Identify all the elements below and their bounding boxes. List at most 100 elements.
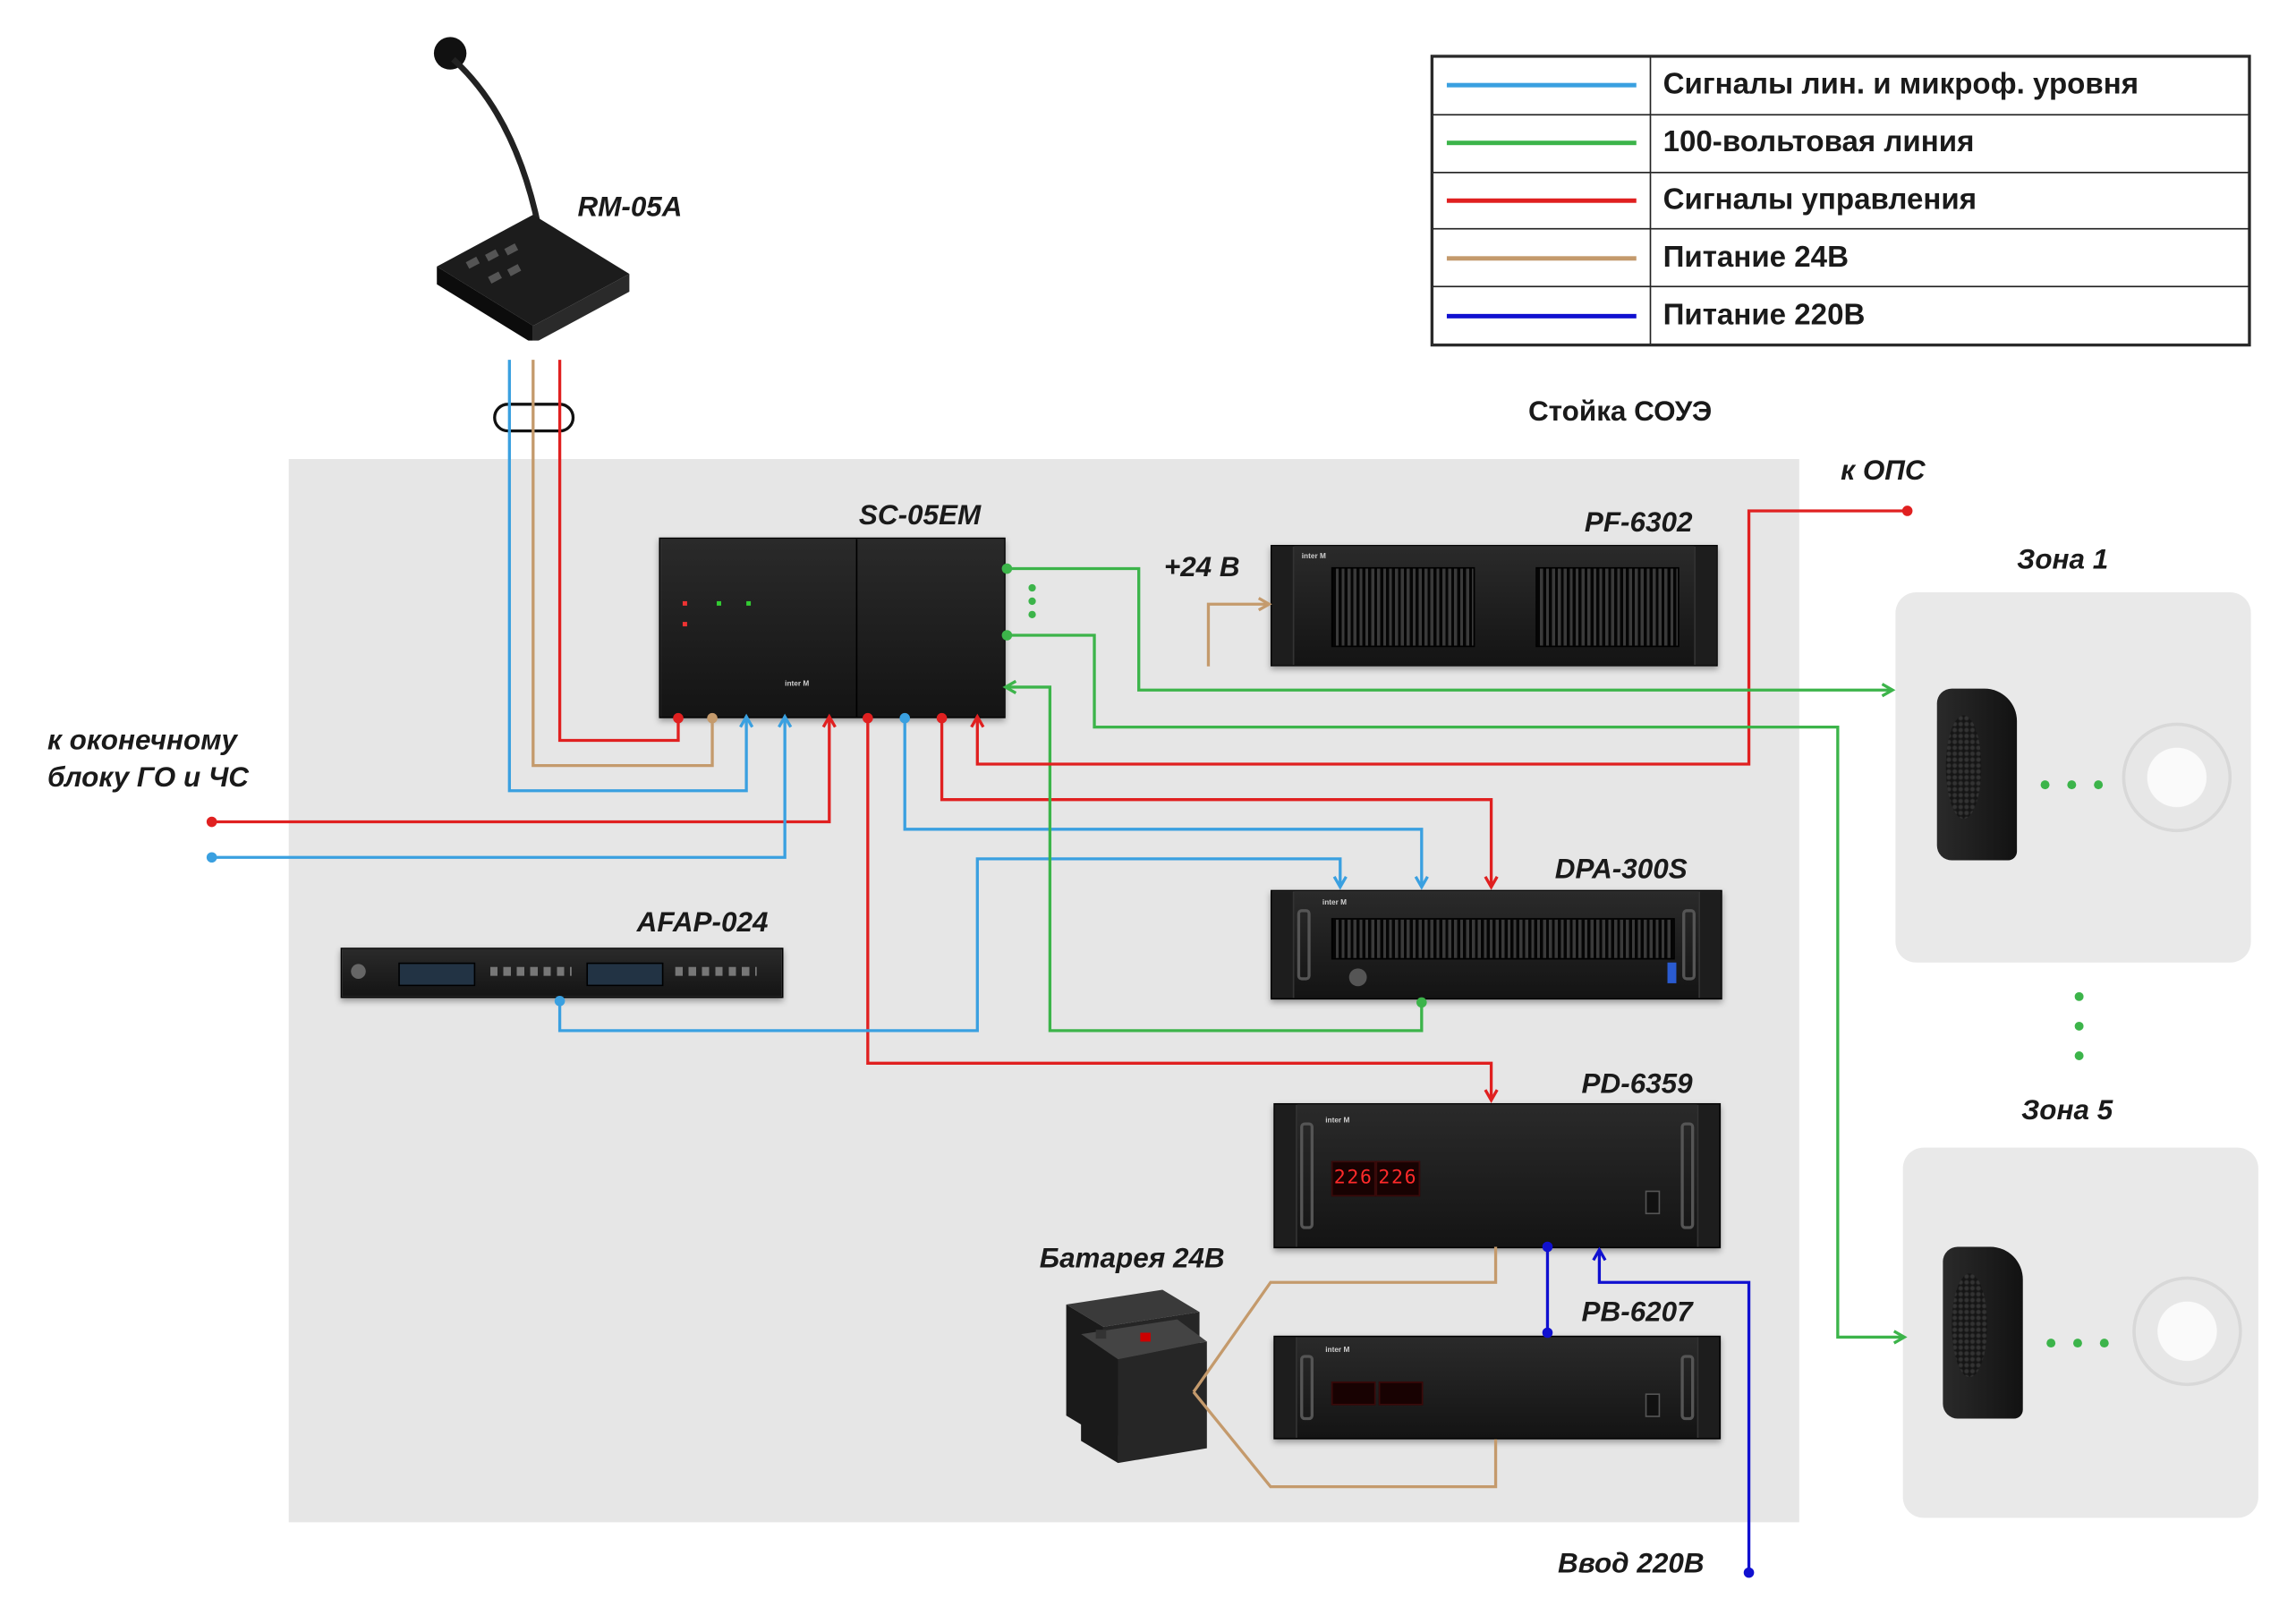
- zone1-label: Зона 1: [2017, 545, 2109, 576]
- battery-graphic: [1066, 1289, 1207, 1464]
- connector-dot: [1028, 583, 1036, 592]
- k-ops-label: к ОПС: [1841, 455, 1926, 488]
- sc05em-divider: [855, 539, 858, 718]
- wire-blue-sc-dpa: [903, 718, 1422, 886]
- rack-ear: [1696, 1104, 1720, 1247]
- wire-tan-battery-pd: [1192, 1246, 1498, 1393]
- connector-dot: [673, 712, 684, 724]
- pb6207-label: PB-6207: [1581, 1296, 1693, 1329]
- connector-dot: [1028, 597, 1036, 606]
- dpa300s-vent: [1331, 918, 1675, 960]
- connector-dot: [1001, 630, 1013, 641]
- plus24-label: +24 В: [1163, 552, 1240, 584]
- rack-ear: [1271, 891, 1295, 999]
- connector-dot: [1901, 506, 1913, 516]
- wire-green-dpa-sc: [1007, 687, 1424, 1033]
- legend-row: Сигналы управления: [1432, 171, 2249, 231]
- rack-ear: [1274, 1337, 1297, 1439]
- connector-dot: [206, 852, 217, 863]
- pd6359-display-left: 226: [1331, 1160, 1376, 1197]
- pb6207-brand-logo: inter M: [1325, 1346, 1350, 1356]
- legend-row: Питание 220В: [1432, 285, 2249, 345]
- pb6207-display: [1331, 1381, 1376, 1406]
- battery-icon: [1059, 1282, 1214, 1467]
- sc05em-indicators: [676, 569, 764, 628]
- connector-dot: [1001, 563, 1013, 574]
- wire-red-terminal: [211, 718, 829, 824]
- legend-swatch-red: [1446, 198, 1637, 203]
- wire-blue-rm-mic: [507, 360, 746, 793]
- wire-navy-input220: [1599, 1251, 1751, 1573]
- wire-green-zone1: [1007, 566, 1891, 691]
- sc05em-label: SC-05EM: [858, 500, 982, 532]
- pf6302-vent-right: [1535, 566, 1679, 648]
- connector-dot: [863, 712, 873, 724]
- connector-dot: [1542, 1327, 1553, 1339]
- power-switch-icon: [1645, 1393, 1661, 1417]
- wire-red-to-pd: [866, 718, 1492, 1099]
- battery-label: Батарея 24В: [1039, 1244, 1225, 1275]
- sc05em-brand-logo: inter M: [785, 679, 810, 689]
- connector-dot: [1416, 997, 1427, 1008]
- speaker-grill: [1952, 1273, 1988, 1378]
- legend-row: Питание 24В: [1432, 228, 2249, 288]
- pf6302-device: inter M: [1270, 545, 1718, 667]
- pd6359-label: PD-6359: [1581, 1068, 1693, 1101]
- pf6302-vent-left: [1331, 566, 1475, 648]
- speaker-grill: [1945, 715, 1982, 820]
- rm05a-label: RM-05A: [577, 192, 683, 224]
- wall-speaker-icon: [1936, 688, 2018, 861]
- zone5-label: Зона 5: [2021, 1095, 2113, 1127]
- connector-dot: [206, 816, 217, 828]
- wire-tan-rm-power: [531, 360, 714, 768]
- afap024-device: [340, 948, 784, 999]
- dpa300s-device: inter M: [1270, 889, 1722, 1000]
- rack-handle: [1300, 1122, 1314, 1229]
- legend-label: Питание 24В: [1649, 228, 2249, 288]
- rack-ear: [1696, 1337, 1720, 1439]
- rack-ear: [1694, 546, 1717, 666]
- afap024-display: [586, 962, 664, 987]
- terminal-unit-label-line2: блоку ГО и ЧС: [47, 762, 249, 795]
- legend-swatch-navy: [1446, 313, 1637, 319]
- legend-row: Сигналы лин. и микроф. уровня: [1432, 55, 2249, 115]
- connector-dot: [707, 712, 718, 724]
- rm05a-console: [429, 30, 637, 341]
- ceiling-speaker-icon: [2122, 722, 2232, 833]
- sc05em-device: inter M: [659, 537, 1006, 718]
- wire-red-sc-dpa: [940, 718, 1492, 886]
- legend-label: 100-вольтовая линия: [1649, 114, 2249, 173]
- volume-knob-icon: [1348, 968, 1367, 987]
- rack-ear: [1271, 546, 1295, 666]
- rack-ear: [1698, 891, 1722, 999]
- wire-red-ops: [977, 509, 1908, 766]
- rack-handle: [1297, 909, 1311, 981]
- afap024-buttons: [489, 966, 572, 976]
- pb6207-device: inter M: [1273, 1335, 1722, 1440]
- power-knob-icon: [351, 964, 366, 979]
- legend-row: 100-вольтовая линия: [1432, 114, 2249, 173]
- terminal-unit-label-line1: к оконечному: [47, 725, 237, 757]
- legend-label: Сигналы управления: [1649, 171, 2249, 231]
- wire-tan-battery-pb: [1192, 1390, 1498, 1489]
- rack-title: Стойка СОУЭ: [1527, 396, 1713, 429]
- input220-label: Ввод 220В: [1558, 1549, 1705, 1580]
- connector-dot: [899, 712, 910, 724]
- afap024-label: AFAP-024: [636, 907, 769, 939]
- legend-label: Сигналы лин. и микроф. уровня: [1649, 55, 2249, 115]
- pf6302-label: PF-6302: [1584, 507, 1693, 540]
- wall-speaker-icon: [1943, 1246, 2023, 1419]
- wire-green-zone5: [1007, 633, 1902, 1337]
- dpa300s-label: DPA-300S: [1554, 854, 1688, 886]
- console-body: [437, 214, 630, 341]
- wire-tan-24v-pf: [1206, 604, 1267, 667]
- wire-red-rm-control: [557, 360, 680, 743]
- zones-continuation-dots: [2074, 991, 2084, 1060]
- power-switch-icon: [1645, 1190, 1661, 1215]
- power-switch-icon: [1667, 962, 1677, 983]
- rack-handle: [1300, 1355, 1314, 1421]
- rack-ear: [1274, 1104, 1297, 1247]
- indicator-led: [746, 600, 752, 606]
